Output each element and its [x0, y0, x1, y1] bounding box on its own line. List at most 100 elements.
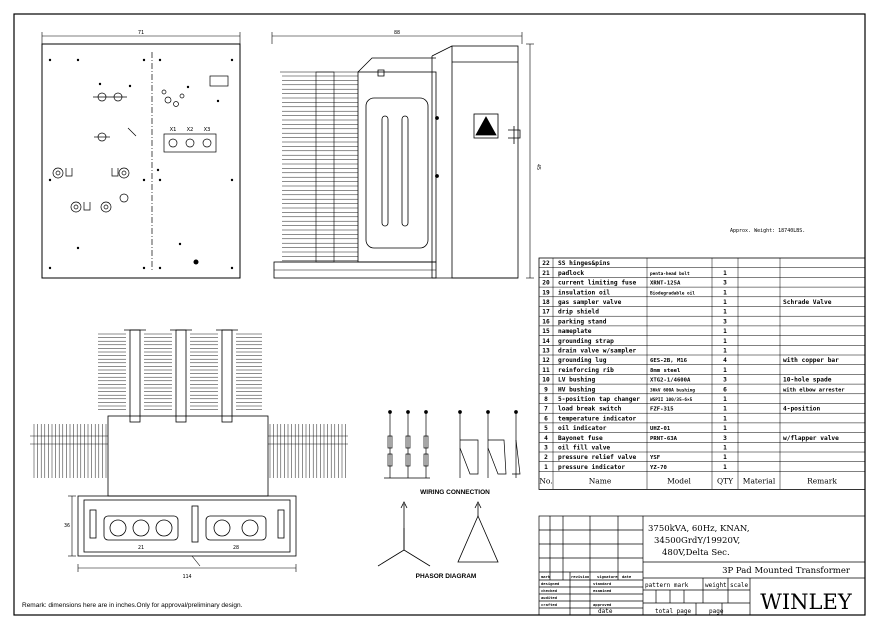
bom-header-model: Model [667, 476, 691, 485]
cell-page: page [709, 608, 724, 615]
approx-weight: Approx. Weight: 18740LBS. [730, 228, 805, 234]
radiator-header [315, 71, 335, 263]
cell-revision: revision [571, 574, 589, 579]
side-width-dim: 88 [394, 30, 400, 36]
cell-approved: approved [593, 602, 612, 607]
bom-cell-name: LV bushing [558, 376, 596, 384]
bom-cell-model: YSF [650, 455, 661, 461]
bom-cell-no: 3 [544, 445, 548, 452]
cell-weight: weight [705, 582, 727, 589]
bom-cell-qty: 3 [723, 435, 727, 442]
bom-cell-qty: 3 [723, 318, 727, 325]
bom-cell-no: 8 [544, 396, 548, 403]
bom-cell-remark: Schrade Valve [783, 299, 832, 306]
bom-cell-name: SS hinges&pins [558, 259, 610, 267]
bom-cell-model: XRNT-125A [650, 281, 681, 287]
bom-cell-no: 17 [542, 309, 550, 316]
bom-cell-no: 19 [542, 289, 550, 296]
bom-cell-name: temperature indicator [558, 414, 637, 422]
bom-cell-name: drip shield [558, 308, 599, 316]
cell-crafted: crafted [541, 602, 558, 607]
opening-left-dim: 21 [138, 545, 144, 551]
product-name: 3P Pad Mounted Transformer [722, 566, 851, 576]
bom-cell-qty: 1 [723, 348, 727, 355]
bom-cell-name: grounding lug [558, 356, 607, 364]
bom-cell-no: 14 [542, 338, 550, 345]
bom-cell-name: 5-position tap changer [558, 395, 640, 403]
bom-cell-qty: 3 [723, 280, 727, 287]
bom-cell-model: 36kV 600A bushing [650, 387, 695, 393]
bom-cell-name: oil fill valve [558, 444, 610, 452]
bom-cell-no: 13 [542, 348, 550, 355]
bom-cell-qty: 1 [723, 270, 727, 277]
title-block-text: 3750kVA, 60Hz, KNAN, 34500GrdY/19920V, 4… [541, 524, 853, 615]
bom-cell-qty: 1 [723, 454, 727, 461]
bom-cell-no: 5 [544, 425, 548, 432]
bom-cell-no: 10 [542, 377, 550, 384]
bom-cell-model: Biodegradable oil [650, 290, 695, 296]
bom-frame [538, 257, 866, 490]
cell-examined: examined [593, 588, 612, 593]
bom-cell-qty: 4 [723, 357, 727, 364]
bom-cell-name: grounding strap [558, 337, 614, 345]
bom-cell-name: HV bushing [558, 385, 596, 393]
bom-cell-no: 7 [544, 406, 548, 413]
bom-cell-no: 20 [542, 280, 550, 287]
bom-cell-no: 1 [544, 464, 548, 471]
front-view: 71 [41, 30, 241, 279]
bom-cell-no: 2 [544, 454, 548, 461]
opening-right-dim: 28 [233, 545, 239, 551]
bom-cell-model: PRNT-63A [650, 436, 678, 442]
cell-date: date [622, 574, 632, 579]
bom-cell-no: 21 [542, 270, 550, 277]
bom-cell-name: pressure indicator [558, 463, 625, 471]
bom-cell-remark: 4-position [783, 405, 821, 413]
side-view [271, 32, 534, 279]
bom-cell-qty: 1 [723, 425, 727, 432]
bom-cell-qty: 1 [723, 289, 727, 296]
bom-cell-qty: 1 [723, 328, 727, 335]
cell-date-2: date [598, 608, 613, 615]
bom-cell-qty: 6 [723, 386, 727, 393]
bom-cell-no: 6 [544, 415, 548, 422]
bom-cell-name: insulation oil [558, 288, 610, 296]
wiring-connection-diagram [384, 410, 521, 479]
cell-total-page: total page [655, 608, 692, 615]
bom-cell-no: 16 [542, 318, 550, 325]
front-width-dim: 71 [138, 30, 144, 36]
bom-cell-no: 22 [542, 260, 550, 267]
bom-header-qty: QTY [717, 476, 734, 485]
bom-cell-no: 11 [542, 367, 550, 374]
bom-cell-name: padlock [558, 270, 584, 277]
bom-cell-qty: 1 [723, 309, 727, 316]
phasor-title: PHASOR DIAGRAM [416, 573, 477, 580]
bom-cell-qty: 3 [723, 377, 727, 384]
spec-line-2: 34500GrdY/19920V, [654, 536, 740, 546]
brand-name: WINLEY [760, 590, 853, 614]
bom-cell-model: XTG2-1/4600A [650, 378, 691, 384]
bom-cell-qty: 1 [723, 396, 727, 403]
phasor-diagram [377, 501, 499, 567]
bom-cell-qty: 1 [723, 464, 727, 471]
bom-cell-name: drain valve w/sampler [558, 347, 637, 355]
cell-mark: mark [541, 574, 551, 579]
bom-cell-name: oil indicator [558, 424, 607, 432]
bom-cell-model: 6ES-2B, M16 [650, 358, 688, 364]
bom-cell-no: 15 [542, 328, 550, 335]
bom-cell-name: nameplate [558, 328, 592, 335]
cell-scale: scale [730, 582, 748, 589]
label-x2: X2 [187, 127, 194, 133]
bom-cell-no: 18 [542, 299, 550, 306]
label-x1: X1 [170, 127, 177, 133]
bom-cell-remark: with elbow arrester [783, 387, 845, 393]
bom-cell-name: Bayonet fuse [558, 435, 603, 442]
cell-signature: signature [597, 574, 618, 579]
bom-cell-no: 9 [544, 386, 548, 393]
cell-checked: checked [541, 588, 558, 593]
cell-pattern-mark: pattern mark [645, 582, 689, 589]
bom-cell-remark: w/flapper valve [783, 435, 839, 442]
title-block [538, 515, 866, 616]
spec-line-1: 3750kVA, 60Hz, KNAN, [648, 524, 750, 534]
